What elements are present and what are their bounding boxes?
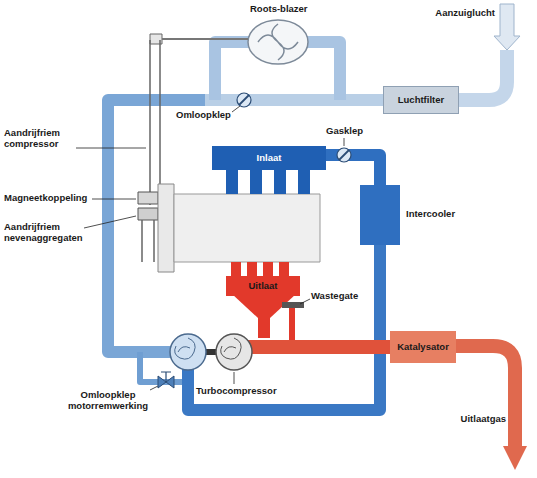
leader-line (84, 216, 136, 228)
part-label: Aandrijfriem nevenaggregaten (4, 222, 94, 244)
engine-block (174, 194, 320, 262)
turbine-wheel (216, 334, 252, 370)
wastegate-pipe (289, 308, 295, 345)
exhaust-arrow (503, 446, 527, 470)
node-text: Intercooler (406, 209, 455, 220)
intake-runners (232, 168, 304, 194)
part-label: Gasklep (326, 126, 363, 137)
drive-belt (150, 40, 160, 205)
pipe-connector (326, 155, 380, 185)
part-label: Aanzuiglucht (423, 8, 495, 19)
node-text: Luchtfilter (398, 95, 444, 106)
exhaust-pipe (245, 340, 392, 354)
node-text: Inlaat (257, 153, 282, 164)
part-label: Roots-blazer (250, 4, 308, 15)
bypass-valve (237, 93, 251, 107)
intake-manifold: Inlaat (212, 146, 326, 170)
roots-blower (248, 20, 308, 64)
engine-front-plate (158, 184, 174, 272)
magnetic-clutch (138, 192, 158, 204)
part-label: Turbocompressor (196, 386, 277, 397)
leader-line (234, 372, 235, 384)
accessory-pulley (138, 208, 158, 220)
part-label: Aandrijfriem compressor (4, 128, 76, 150)
filter-box: Luchtfilter (383, 86, 459, 114)
intake-pipe (200, 94, 383, 106)
exhaust-manifold: Uitlaat (226, 276, 300, 296)
catalyst-box: Katalysator (390, 331, 456, 363)
blower-shaft (162, 38, 248, 40)
part-label: Uitlaatgas (440, 414, 506, 425)
brake-valve (158, 372, 174, 388)
roots-lobes (258, 24, 298, 60)
throttle-valve (337, 148, 351, 162)
wastegate-flap (282, 302, 304, 308)
accessory-belt (142, 220, 154, 262)
leader-line (300, 299, 310, 304)
tailpipe (453, 346, 515, 446)
node-text: Uitlaat (248, 281, 277, 292)
intake-pipe (458, 50, 507, 100)
compressor-spiral (175, 338, 195, 359)
node-text: Katalysator (397, 342, 449, 353)
compressor-wheel (170, 334, 206, 370)
turbine-feed (258, 316, 270, 338)
leader-line (76, 148, 146, 149)
part-label: Omloopklep motorremwerking (62, 390, 154, 412)
turbine-spiral (221, 338, 241, 359)
intake-arrow (494, 4, 520, 50)
charge-pipe (188, 245, 380, 410)
part-label: Wastegate (311, 291, 358, 302)
part-label: Magneetkoppeling (4, 193, 87, 204)
intercooler-box: Intercooler (360, 185, 400, 245)
leader-line (232, 106, 240, 112)
part-label: Omloopklep (176, 110, 231, 121)
leader-line (344, 138, 345, 146)
leader-line (92, 199, 136, 200)
